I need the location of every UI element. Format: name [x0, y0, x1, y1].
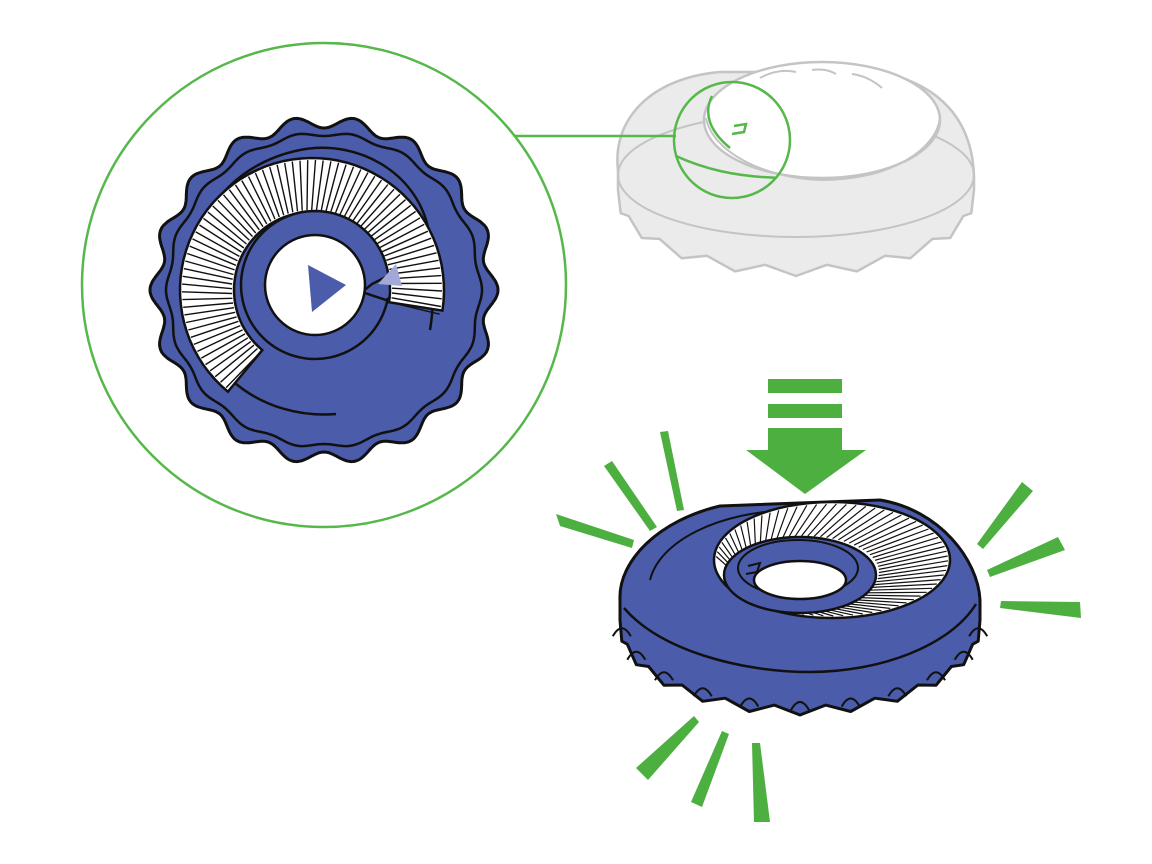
assembled-cap-rim-line [623, 603, 978, 674]
assembled-cap-center-hole [752, 559, 848, 601]
zoomed-dial-ratchet-teeth [178, 156, 446, 394]
assembled-cap-notch [745, 561, 762, 575]
ghost-cap-lugs [759, 68, 883, 89]
zoomed-dial [148, 116, 500, 464]
down-arrow-icon [746, 379, 866, 494]
assembled-cap [611, 498, 989, 717]
assembled-cap-flutes [611, 627, 989, 711]
target-triangle-icon [378, 264, 402, 286]
ghost-cap-highlight [674, 95, 790, 180]
callout-target-circle [672, 80, 792, 200]
burst-lines-icon [556, 431, 1081, 822]
ghost-cap [616, 60, 976, 278]
zoom-callout [80, 41, 792, 529]
zoomed-dial-inner-rim [164, 132, 484, 448]
magnifier-circle-icon [80, 41, 568, 529]
alignment-triangle-icon [308, 265, 346, 312]
ghost-cap-inner-wall [705, 117, 941, 182]
